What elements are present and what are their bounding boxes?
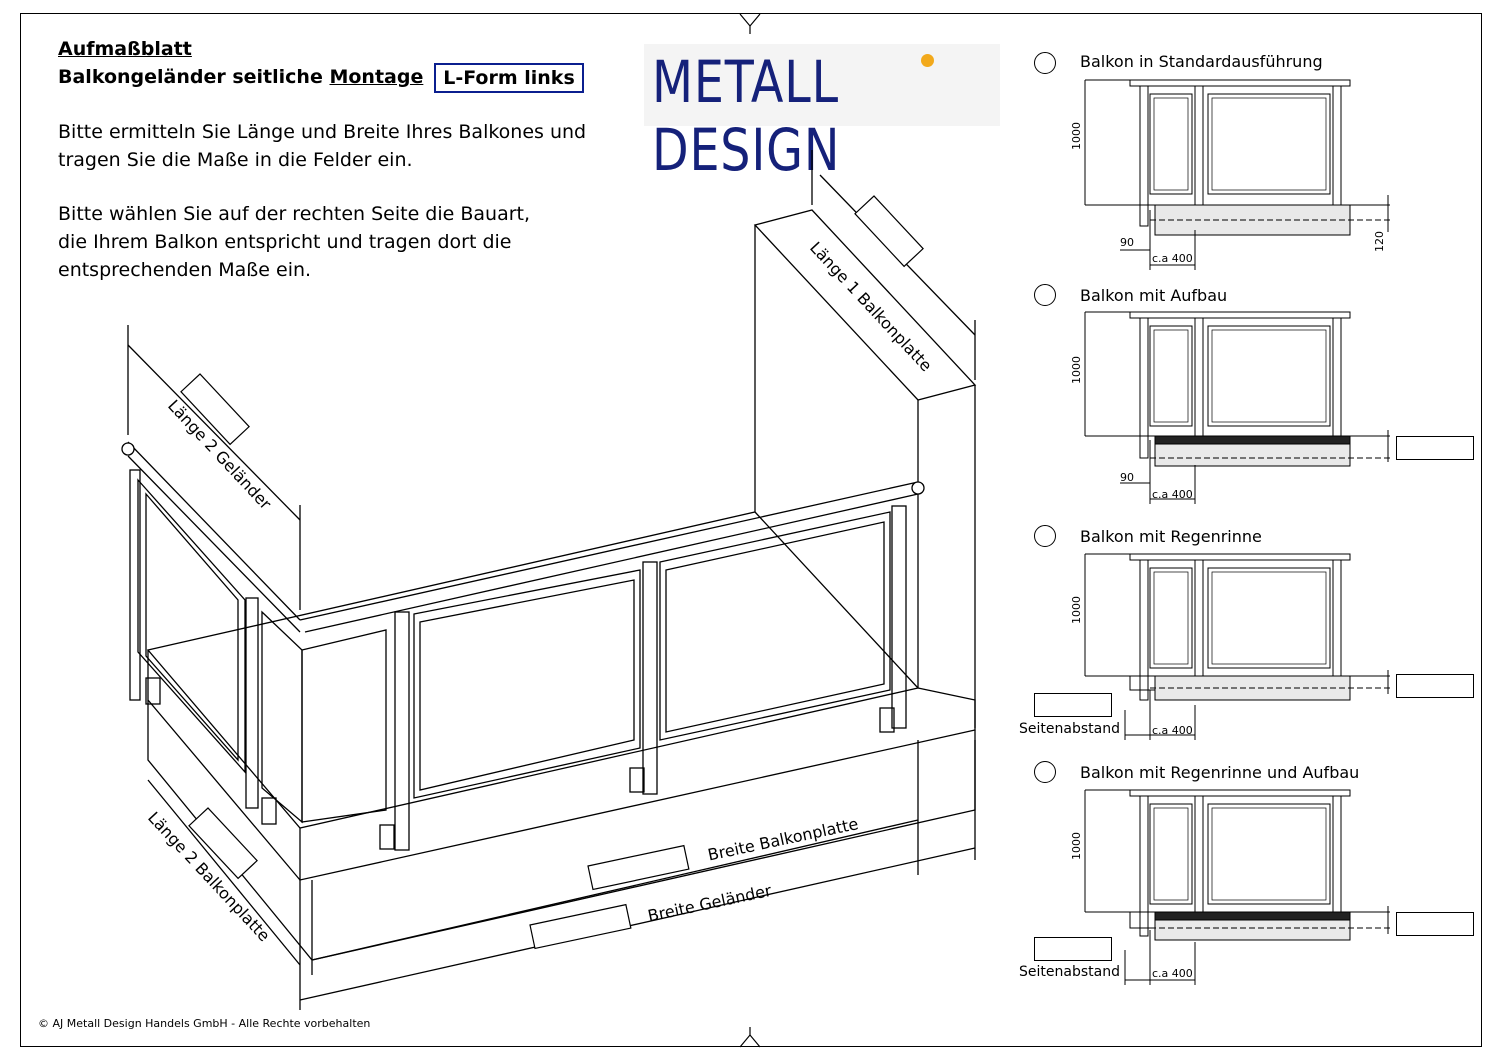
option-aufbau-radio[interactable] (1034, 284, 1056, 306)
page-subtitle: Balkongeländer seitliche Montage (58, 66, 423, 88)
opt4-side-input[interactable] (1034, 937, 1112, 961)
option-standard-radio[interactable] (1034, 52, 1056, 74)
option-regenrinne-radio[interactable] (1034, 525, 1056, 547)
logo-dot-icon (921, 54, 934, 67)
page-title: Aufmaßblatt (58, 38, 192, 60)
company-logo: METALL DESIGN (644, 44, 1000, 184)
subtitle-part1: Balkongeländer seitliche (58, 66, 323, 88)
opt4-d2: c.a 400 (1152, 967, 1193, 980)
option-aufbau-label: Balkon mit Aufbau (1080, 286, 1228, 305)
opt2-d1: 90 (1120, 471, 1134, 484)
opt4-height: 1000 (1070, 832, 1083, 860)
opt1-d2: c.a 400 (1152, 252, 1193, 265)
intro-line-4: die Ihrem Balkon entspricht und tragen d… (58, 231, 512, 253)
opt3-height-input[interactable] (1396, 674, 1474, 698)
opt3-d2: c.a 400 (1152, 724, 1193, 737)
form-type-label: L-Form links (434, 63, 584, 93)
opt4-height-input[interactable] (1396, 912, 1474, 936)
option-regenrinne-aufbau-label: Balkon mit Regenrinne und Aufbau (1080, 763, 1360, 782)
opt3-height: 1000 (1070, 596, 1083, 624)
opt2-d2: c.a 400 (1152, 488, 1193, 501)
opt4-side-label: Seitenabstand (1019, 964, 1120, 980)
opt3-side-label: Seitenabstand (1019, 721, 1120, 737)
intro-line-2: tragen Sie die Maße in die Felder ein. (58, 149, 413, 171)
opt1-d3: 120 (1373, 231, 1386, 252)
subtitle-part2: Montage (329, 66, 424, 88)
opt2-height-input[interactable] (1396, 436, 1474, 460)
opt3-side-input[interactable] (1034, 693, 1112, 717)
intro-line-5: entsprechenden Maße ein. (58, 259, 312, 281)
opt1-d1: 90 (1120, 236, 1134, 249)
opt2-height: 1000 (1070, 356, 1083, 384)
intro-line-1: Bitte ermitteln Sie Länge und Breite Ihr… (58, 121, 587, 143)
option-regenrinne-label: Balkon mit Regenrinne (1080, 527, 1262, 546)
option-regenrinne-aufbau-radio[interactable] (1034, 761, 1056, 783)
intro-line-3: Bitte wählen Sie auf der rechten Seite d… (58, 203, 531, 225)
copyright: © AJ Metall Design Handels GmbH - Alle R… (38, 1017, 371, 1030)
page-frame (20, 13, 1482, 1047)
opt1-height: 1000 (1070, 122, 1083, 150)
option-standard-label: Balkon in Standardausführung (1080, 52, 1323, 71)
logo-text: METALL DESIGN (652, 48, 841, 184)
